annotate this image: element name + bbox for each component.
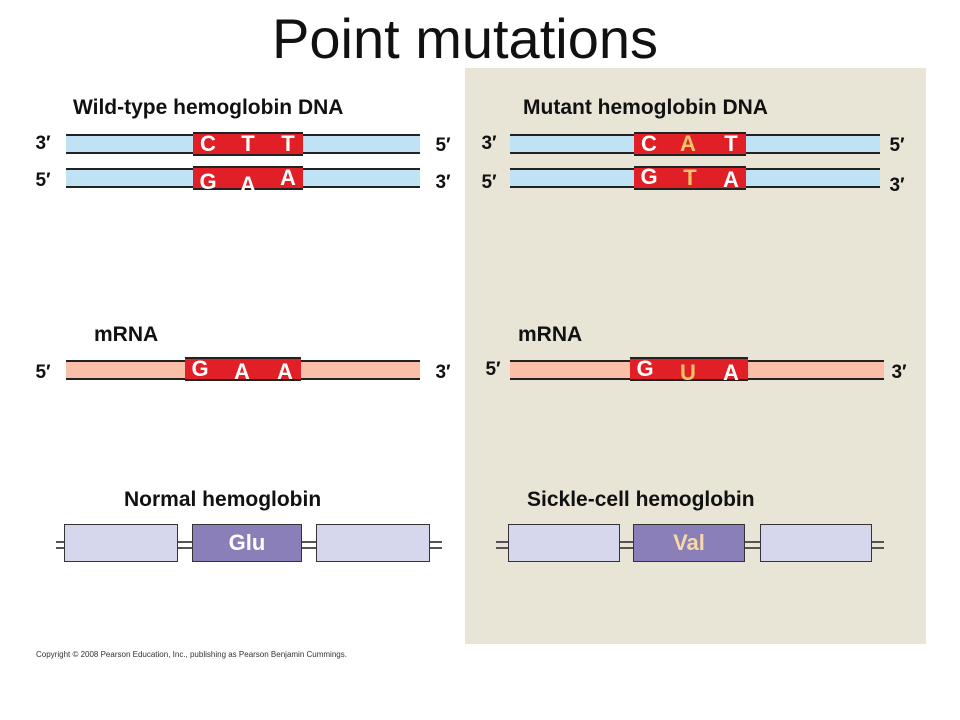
- wt-amino-acid-left: [64, 524, 178, 562]
- wt-top-right-end: 5′: [435, 135, 451, 156]
- wt-mrna-codon: [185, 357, 301, 381]
- mut-top-codon: [634, 132, 746, 156]
- wt-top-left-end: 3′: [35, 133, 51, 154]
- page-title: Point mutations: [272, 7, 658, 70]
- wt-mrna-heading: mRNA: [94, 323, 159, 346]
- mut-top-left-end: 3′: [481, 133, 497, 154]
- wt-mrna-right-end: 3′: [435, 362, 451, 383]
- mut-bottom-right-end: 3′: [889, 175, 905, 196]
- wt-bottom-base-1: G: [199, 169, 217, 194]
- mut-mrna-base-3: A: [723, 360, 739, 385]
- wt-amino-acid-right: [316, 524, 430, 562]
- mut-amino-acid-right: [760, 524, 872, 562]
- wild-type-heading: Wild-type hemoglobin DNA: [73, 96, 344, 119]
- wt-top-base-2: T: [241, 131, 255, 156]
- mutant-heading: Mutant hemoglobin DNA: [523, 96, 768, 119]
- val-amino-acid: Val: [633, 524, 745, 562]
- mut-mrna-right-end: 3′: [891, 362, 907, 383]
- mut-top-base-3: T: [724, 131, 738, 156]
- copyright-notice: Copyright © 2008 Pearson Education, Inc.…: [36, 650, 347, 659]
- wt-mrna-base-3: A: [277, 359, 293, 384]
- sickle-cell-hemoglobin-heading: Sickle-cell hemoglobin: [527, 488, 755, 511]
- wt-bottom-right-end: 3′: [435, 172, 451, 193]
- mut-mrna-base-1: G: [636, 356, 654, 381]
- mut-top-base-2-mutation: A: [680, 131, 696, 156]
- wt-top-codon: [193, 132, 303, 156]
- wt-top-base-3: T: [281, 131, 295, 156]
- mut-bottom-base-1: G: [640, 164, 658, 189]
- wt-mrna-base-1: G: [191, 356, 209, 381]
- wt-mrna-left-end: 5′: [35, 362, 51, 383]
- wt-bottom-base-3: A: [280, 165, 296, 190]
- wt-mrna-base-2: A: [234, 359, 250, 384]
- mut-mrna-left-end: 5′: [485, 359, 501, 380]
- mut-top-base-1: C: [641, 131, 657, 156]
- wt-bottom-codon: [193, 166, 303, 190]
- mut-bottom-left-end: 5′: [481, 172, 497, 193]
- mut-mrna-codon: [630, 357, 748, 381]
- mut-amino-acid-left: [508, 524, 620, 562]
- mut-top-right-end: 5′: [889, 135, 905, 156]
- wt-bottom-left-end: 5′: [35, 170, 51, 191]
- wt-bottom-base-2: A: [240, 172, 256, 197]
- normal-hemoglobin-heading: Normal hemoglobin: [124, 488, 322, 511]
- glu-amino-acid: Glu: [192, 524, 302, 562]
- mut-mrna-heading: mRNA: [518, 323, 583, 346]
- mut-bottom-codon: [634, 166, 746, 190]
- mut-mrna-base-2-mutation: U: [680, 360, 696, 385]
- mut-bottom-base-2-mutation: T: [683, 165, 697, 190]
- mut-bottom-base-3: A: [723, 167, 739, 192]
- wt-top-base-1: C: [200, 131, 216, 156]
